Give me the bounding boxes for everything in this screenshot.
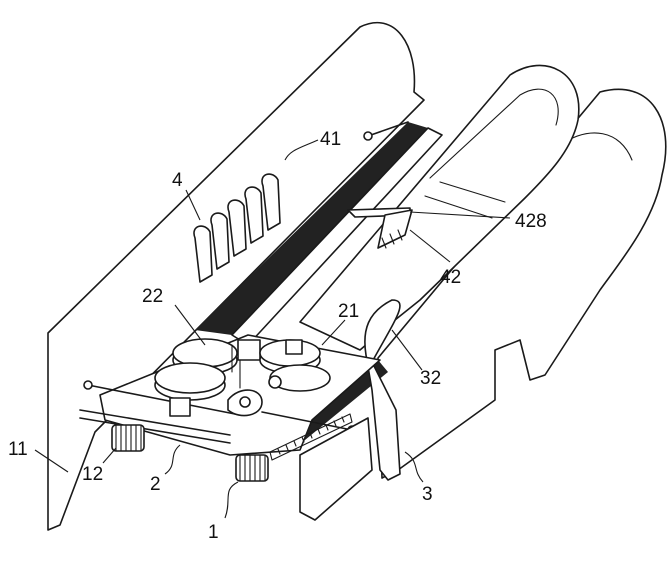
- front-rail-bottom: [79, 417, 231, 444]
- top-rod: [367, 121, 409, 137]
- middle-frame-inner: [429, 88, 559, 179]
- rotating-assembly-22: [154, 338, 263, 417]
- left-wheel: [111, 424, 145, 452]
- leader-11: [34, 449, 69, 473]
- leader-12: [102, 447, 117, 464]
- label-2: 2: [150, 474, 161, 495]
- front-wheel: [235, 454, 269, 482]
- label-1: 1: [208, 522, 219, 543]
- frame-crossbar-2: [424, 195, 493, 219]
- rod-end-left: [83, 380, 93, 390]
- conveyor-belt: [195, 122, 428, 335]
- label-4: 4: [172, 170, 183, 191]
- leader-1: [224, 481, 239, 519]
- label-42: 42: [440, 267, 461, 288]
- leader-2: [164, 444, 181, 475]
- label-12: 12: [82, 464, 103, 485]
- gear-rack: [269, 413, 353, 461]
- top-rod-end: [363, 131, 373, 141]
- label-3: 3: [422, 484, 433, 505]
- leader-41: [284, 139, 319, 161]
- gear-rack-teeth: [277, 416, 345, 455]
- label-32: 32: [420, 368, 441, 389]
- base-plate: [299, 417, 373, 521]
- label-21: 21: [338, 301, 359, 322]
- front-rail-top: [79, 409, 231, 436]
- leader-428: [409, 211, 511, 219]
- leader-42: [409, 229, 451, 263]
- label-428: 428: [515, 211, 547, 232]
- right-flap: [364, 299, 401, 481]
- leader-21: [321, 319, 346, 346]
- leader-4: [185, 189, 201, 221]
- bracket-428: [347, 207, 413, 249]
- label-41: 41: [320, 129, 341, 150]
- conveyor-belt-lower: [292, 360, 388, 440]
- frame-crossbar: [439, 181, 506, 203]
- side-rod-left: [87, 384, 241, 416]
- leader-3: [404, 451, 424, 483]
- rotating-assembly-21: [259, 339, 331, 392]
- clip-array-4: [193, 173, 281, 283]
- label-22: 22: [142, 286, 163, 307]
- right-side-plate: [377, 88, 667, 479]
- leader-22: [174, 304, 206, 346]
- label-11: 11: [8, 439, 28, 460]
- leader-32: [391, 329, 423, 371]
- side-rod-right: [261, 411, 353, 431]
- middle-frame: [299, 64, 580, 351]
